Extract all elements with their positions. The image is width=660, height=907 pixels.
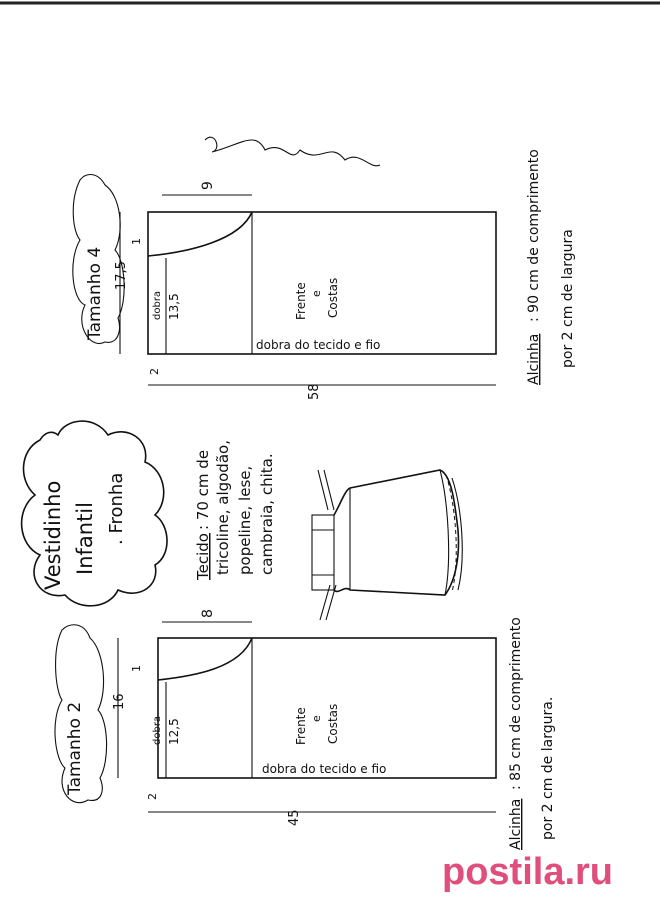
size4-fold-label: dobra	[152, 291, 163, 320]
size2-armhole-depth: 8	[200, 609, 216, 618]
fabric-line3: popeline, lese,	[236, 466, 254, 575]
size2-piece-1: Frente	[294, 707, 308, 745]
size4-strap-label: Alcinha	[526, 334, 542, 385]
size4-piece-3: Costas	[326, 278, 340, 318]
title-line1: Vestidinho	[41, 481, 65, 590]
size4-piece-1: Frente	[294, 282, 308, 320]
watermark: postila.ru	[442, 851, 613, 893]
size2-fold-line: dobra do tecido e fio	[262, 762, 386, 776]
title-line2: Infantil	[73, 502, 97, 575]
fabric-line2: tricoline, algodão,	[214, 440, 232, 575]
dress-sketch	[311, 469, 463, 621]
size4-hem: 2	[148, 368, 161, 375]
size2-fold-label: dobra	[152, 716, 163, 745]
size2-strap-label: Alcinha	[508, 799, 524, 850]
size4-armhole-depth: 9	[200, 181, 216, 190]
pattern-size4: Tamanho 4 dobra 13,5 17,5 9 1 2 Frente e…	[72, 149, 576, 400]
size4-strap-line2: por 2 cm de largura	[560, 229, 576, 368]
fabric-line4: cambraia, chita.	[258, 453, 276, 575]
size4-height-total: 17,5	[114, 261, 129, 290]
fabric-label: Tecido	[194, 533, 212, 581]
size2-strap-line2: por 2 cm de largura.	[540, 697, 556, 840]
size4-label: Tamanho 4	[85, 247, 105, 341]
size4-width-total: 58	[307, 383, 322, 400]
size4-strap-line1: : 90 cm de comprimento	[526, 149, 542, 322]
size2-fold-height: 12,5	[167, 718, 181, 745]
title-line3: . Fronha	[106, 473, 127, 545]
size2-strap-line1: : 85 cm de comprimento	[508, 617, 524, 790]
size4-piece-2: e	[310, 290, 323, 297]
title-cloud: Vestidinho Infantil . Fronha	[20, 420, 168, 607]
size2-height-total: 16	[112, 693, 127, 710]
size4-step: 1	[130, 238, 143, 245]
signature-text: Marlene Mukai	[373, 118, 382, 181]
watermark-text: postila.ru	[442, 851, 613, 893]
size2-piece-3: Costas	[326, 704, 340, 744]
fabric-note: Tecido : 70 cm de tricoline, algodão, po…	[194, 440, 276, 581]
pattern-size2: Tamanho 2 dobra 12,5 16 8 1 2 Frente e C…	[54, 609, 556, 850]
size2-label: Tamanho 2	[65, 702, 85, 796]
size2-piece-2: e	[310, 715, 323, 722]
size2-width-total: 45	[287, 809, 302, 826]
fabric-line1: : 70 cm de	[194, 450, 212, 530]
size2-hem: 2	[146, 793, 159, 800]
size2-step: 1	[130, 665, 143, 672]
size4-fold-line: dobra do tecido e fio	[256, 338, 380, 352]
signature: Marlene Mukai	[204, 118, 382, 181]
size4-fold-height: 13,5	[167, 293, 181, 320]
